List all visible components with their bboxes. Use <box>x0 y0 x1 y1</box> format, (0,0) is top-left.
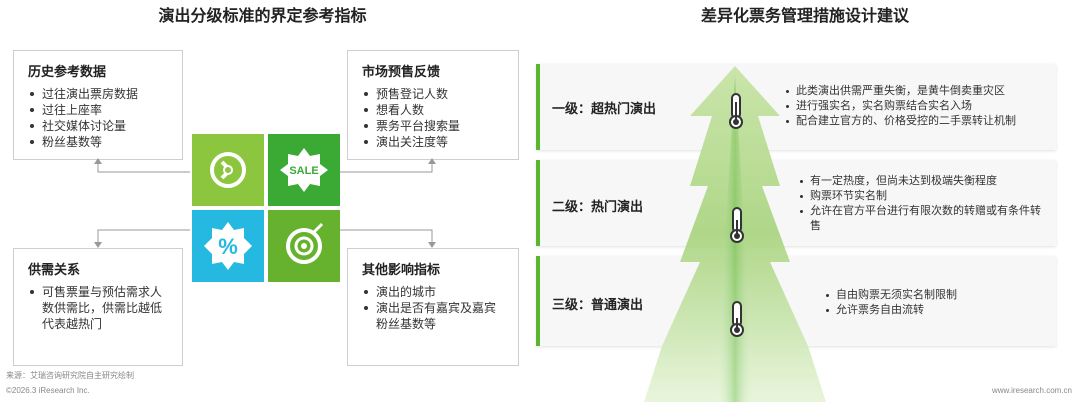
card-history-data: 历史参考数据 过往演出票房数据 过往上座率 社交媒体讨论量 粉丝基数等 <box>13 50 183 160</box>
puzzle-piece-clock <box>192 134 264 206</box>
card-item: 过往演出票房数据 <box>28 86 168 102</box>
card-item: 预售登记人数 <box>362 86 504 102</box>
row-accent <box>536 160 540 246</box>
card-item: 演出是否有嘉宾及嘉宾粉丝基数等 <box>362 300 504 332</box>
level-item: 允许票务自由流转 <box>824 303 957 318</box>
connector-arrows <box>94 158 436 248</box>
source-note: 来源：艾瑞咨询研究院自主研究绘制 <box>6 371 134 380</box>
thermometer-icon <box>729 93 743 129</box>
card-item: 票务平台搜索量 <box>362 118 504 134</box>
connector-history <box>97 162 190 173</box>
card-title: 其他影响指标 <box>362 262 441 277</box>
connector-other <box>340 229 433 244</box>
level-item: 此类演出供需严重失衡，是黄牛倒卖重灾区 <box>784 84 1016 99</box>
level-item: 配合建立官方的、价格受控的二手票转让机制 <box>784 114 1016 129</box>
connector-market <box>340 162 433 173</box>
level-item: 允许在官方平台进行有限次数的转赠或有条件转售 <box>798 204 1048 234</box>
card-market-presale: 市场预售反馈 预售登记人数 想看人数 票务平台搜索量 演出关注度等 <box>347 50 519 160</box>
thermometer-icon <box>730 301 744 337</box>
level-item: 有一定热度，但尚未达到极端失衡程度 <box>798 174 1048 189</box>
percent-text: % <box>218 234 238 259</box>
level-item: 购票环节实名制 <box>798 189 1048 204</box>
arrowhead <box>428 242 436 248</box>
puzzle-piece-percent: % <box>192 210 264 282</box>
card-supply-demand: 供需关系 可售票量与预估需求人数供需比，供需比越低代表越热门 <box>13 248 183 366</box>
card-title: 市场预售反馈 <box>362 64 441 79</box>
card-item: 想看人数 <box>362 102 504 118</box>
percent-icon: % <box>204 222 252 270</box>
level-label: 二级：热门演出 <box>552 199 644 214</box>
card-title: 历史参考数据 <box>28 64 107 79</box>
level-row-2: 二级：热门演出 有一定热度，但尚未达到极端失衡程度 购票环节实名制 允许在官方平… <box>536 160 1056 246</box>
sale-tag-icon: SALE <box>280 148 328 192</box>
card-item: 粉丝基数等 <box>28 134 168 150</box>
arrowhead <box>428 158 436 164</box>
card-item: 可售票量与预估需求人数供需比，供需比越低代表越热门 <box>28 284 168 332</box>
card-item: 演出的城市 <box>362 284 504 300</box>
arrowhead <box>94 158 102 164</box>
target-icon <box>286 222 324 264</box>
left-title: 演出分级标准的界定参考指标 <box>158 8 367 25</box>
connector-supply <box>97 229 190 244</box>
card-other-indicators: 其他影响指标 演出的城市 演出是否有嘉宾及嘉宾粉丝基数等 <box>347 248 519 366</box>
right-title: 差异化票务管理措施设计建议 <box>700 8 909 25</box>
puzzle-piece-sale: SALE <box>268 134 340 206</box>
card-item: 社交媒体讨论量 <box>28 118 168 134</box>
sale-text: SALE <box>289 165 318 177</box>
level-row-1: 一级：超热门演出 此类演出供需严重失衡，是黄牛倒卖重灾区 进行强实名，实名购票结… <box>536 64 1056 150</box>
card-item: 过往上座率 <box>28 102 168 118</box>
level-item: 自由购票无须实名制限制 <box>824 288 957 303</box>
card-item: 演出关注度等 <box>362 134 504 150</box>
level-item: 进行强实名，实名购票结合实名入场 <box>784 99 1016 114</box>
puzzle-piece-target <box>268 210 340 282</box>
row-accent <box>536 64 540 150</box>
website: www.iresearch.com.cn <box>991 386 1072 395</box>
copyright: ©2026.3 iResearch Inc. <box>6 386 90 395</box>
card-title: 供需关系 <box>28 262 81 277</box>
row-accent <box>536 256 540 346</box>
thermometer-icon <box>730 207 744 243</box>
arrowhead <box>94 242 102 248</box>
level-label: 一级：超热门演出 <box>552 101 657 116</box>
level-label: 三级：普通演出 <box>552 297 644 312</box>
clock-icon <box>210 152 246 188</box>
